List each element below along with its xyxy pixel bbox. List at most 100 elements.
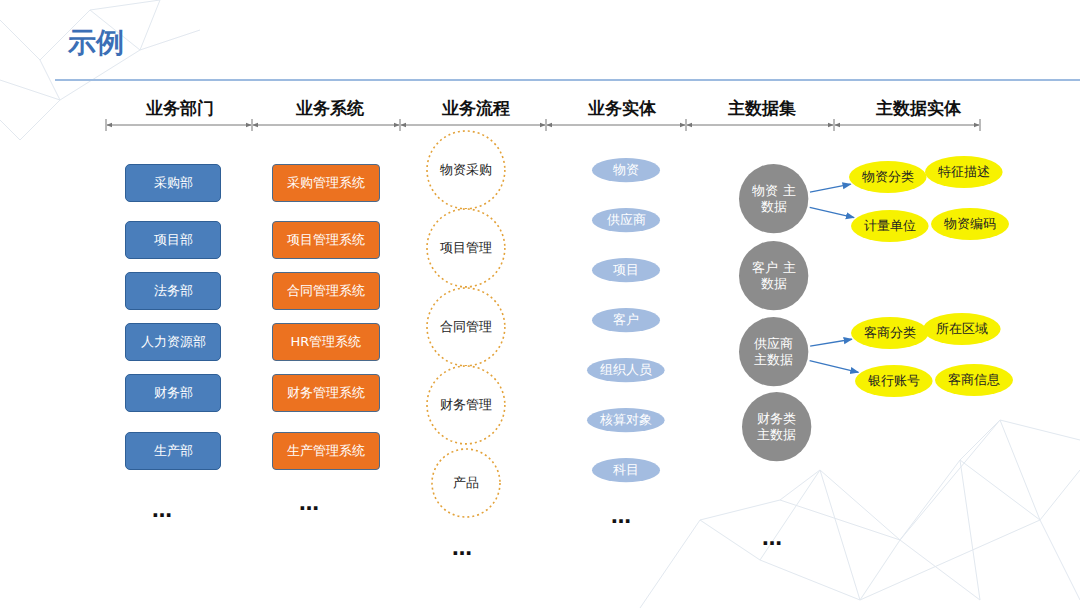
node-text: 物资分类 (862, 169, 914, 185)
shape-fill (427, 366, 505, 444)
ellipsis-mark: … (152, 498, 172, 522)
connector-arrow (810, 184, 851, 192)
department-box: 项目部 (125, 221, 221, 259)
entity-ellipse: 科目 (591, 457, 661, 483)
master-data-circle: 财务类 主数据 (741, 391, 812, 462)
node-text: 采购管理系统 (287, 175, 365, 191)
column-header: 业务实体 (588, 97, 656, 120)
ellipsis-mark: … (452, 536, 472, 560)
department-box: 采购部 (125, 164, 221, 202)
node-text: 计量单位 (864, 218, 916, 234)
shape-fill (427, 209, 505, 287)
node-text: 生产部 (154, 443, 193, 459)
node-text: 产品 (453, 475, 479, 491)
connector-arrow (810, 361, 859, 373)
connector-arrow (810, 207, 854, 217)
node-text: 客商分类 (864, 325, 916, 341)
master-data-circle: 物资 主数据 (738, 163, 809, 234)
system-box: 合同管理系统 (272, 272, 380, 310)
column-header: 主数据集 (728, 97, 796, 120)
master-data-circle: 供应商 主数据 (738, 316, 809, 387)
shape-fill (427, 131, 505, 209)
shape-fill (592, 308, 660, 332)
attribute-ellipse: 客商信息 (934, 363, 1014, 397)
entity-ellipse: 供应商 (591, 207, 661, 233)
department-box: 财务部 (125, 374, 221, 412)
shape-fill (592, 208, 660, 232)
shape-fill (739, 241, 808, 310)
node-text: 组织人员 (600, 362, 652, 378)
node-text: 项目管理系统 (287, 232, 365, 248)
node-text: 科目 (613, 462, 639, 478)
node-text: 财务类 主数据 (754, 411, 800, 444)
process-circle: 合同管理 (426, 287, 506, 367)
attribute-ellipse: 物资编码 (930, 207, 1010, 241)
node-text: 所在区域 (936, 321, 988, 337)
shape-fill (851, 317, 929, 349)
attribute-ellipse: 特征描述 (924, 155, 1004, 189)
node-text: 客户 主数据 (751, 260, 797, 293)
system-box: HR管理系统 (272, 323, 380, 361)
title-rule (55, 79, 1080, 81)
department-box: 人力资源部 (125, 323, 221, 361)
node-text: 生产管理系统 (287, 443, 365, 459)
node-text: 财务部 (154, 385, 193, 401)
connector-arrow (810, 339, 852, 346)
shape-fill (923, 313, 1001, 345)
dimension-bracket (106, 119, 980, 131)
system-box: 项目管理系统 (272, 221, 380, 259)
attribute-ellipse: 所在区域 (922, 312, 1002, 346)
shape-fill (935, 364, 1013, 396)
slide-title: 示例 (68, 24, 124, 62)
shape-fill (592, 258, 660, 282)
shape-fill (592, 158, 660, 182)
node-text: 合同管理 (440, 319, 492, 335)
shape-fill (592, 458, 660, 482)
node-text: 物资 (613, 162, 639, 178)
department-box: 法务部 (125, 272, 221, 310)
attribute-ellipse: 计量单位 (850, 209, 930, 243)
column-header: 业务部门 (146, 97, 214, 120)
shape-fill (931, 208, 1009, 240)
node-text: 法务部 (154, 283, 193, 299)
entity-ellipse: 客户 (591, 307, 661, 333)
node-text: 财务管理 (440, 397, 492, 413)
node-text: 项目部 (154, 232, 193, 248)
attribute-ellipse: 客商分类 (850, 316, 930, 350)
node-text: 项目管理 (440, 240, 492, 256)
process-circle: 项目管理 (426, 208, 506, 288)
system-box: 财务管理系统 (272, 374, 380, 412)
process-circle: 物资采购 (426, 130, 506, 210)
attribute-ellipse: 银行账号 (854, 364, 934, 398)
ellipsis-mark: … (299, 491, 319, 515)
node-text: 银行账号 (868, 373, 920, 389)
entity-ellipse: 物资 (591, 157, 661, 183)
ellipsis-mark: … (762, 526, 782, 550)
node-text: 核算对象 (600, 412, 652, 428)
node-text: 供应商 主数据 (751, 336, 797, 369)
entity-ellipse: 组织人员 (586, 357, 666, 383)
process-circle: 产品 (431, 448, 501, 518)
department-box: 生产部 (125, 432, 221, 470)
shape-fill (587, 408, 665, 432)
node-text: 采购部 (154, 175, 193, 191)
column-header: 业务流程 (442, 97, 510, 120)
ellipsis-mark: … (611, 504, 631, 528)
system-box: 采购管理系统 (272, 164, 380, 202)
column-header: 主数据实体 (876, 97, 961, 120)
node-text: 特征描述 (938, 164, 990, 180)
process-circle: 财务管理 (426, 365, 506, 445)
shape-fill (739, 317, 808, 386)
shape-fill (432, 449, 500, 517)
node-text: 财务管理系统 (287, 385, 365, 401)
shape-fill (851, 210, 929, 242)
entity-ellipse: 项目 (591, 257, 661, 283)
shape-fill (739, 164, 808, 233)
shape-fill (587, 358, 665, 382)
column-header: 业务系统 (296, 97, 364, 120)
node-text: 项目 (613, 262, 639, 278)
master-data-circle: 客户 主数据 (738, 240, 809, 311)
system-box: 生产管理系统 (272, 432, 380, 470)
